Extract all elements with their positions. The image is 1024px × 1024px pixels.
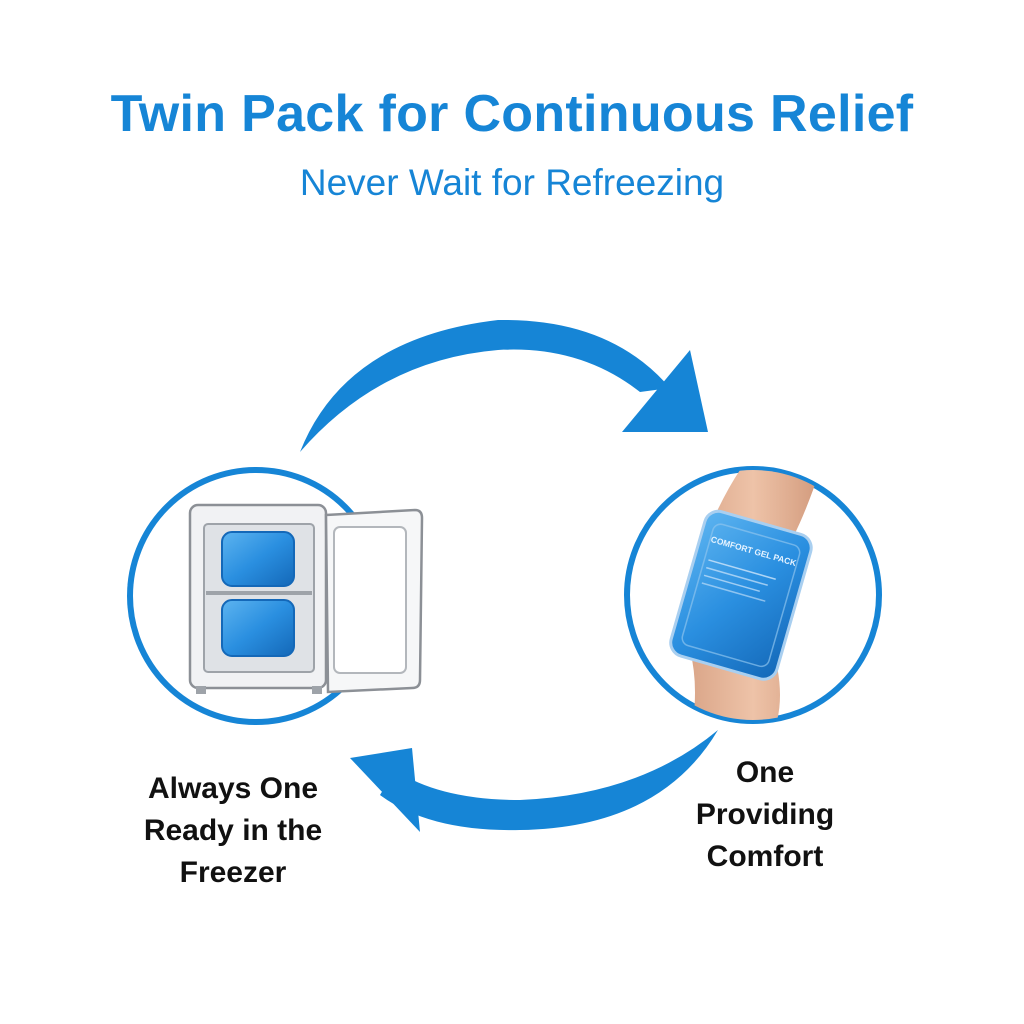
top-arrow-icon: [300, 319, 708, 452]
knee-icon: COMFORT GEL PACK: [669, 470, 820, 720]
freezer-caption-line: Ready in the: [143, 814, 323, 847]
knee-circle: COMFORT GEL PACK: [624, 466, 882, 724]
bottom-arrow-icon: [350, 730, 718, 832]
in-use-caption-line: Providing: [695, 798, 835, 831]
freezer-caption-line: Freezer: [179, 856, 287, 889]
freezer-circle: [127, 467, 424, 725]
gel-pack-icon: [221, 531, 295, 587]
in-use-caption-line: Comfort: [706, 840, 824, 873]
in-use-caption: One Providing Comfort: [655, 752, 875, 878]
freezer-icon: [188, 503, 424, 694]
gel-pack-icon: [221, 599, 295, 657]
freezer-caption-line: Always One: [147, 772, 319, 805]
page-title: Twin Pack for Continuous Relief: [110, 85, 914, 143]
in-use-caption-line: One: [735, 756, 795, 789]
freezer-caption: Always One Ready in the Freezer: [108, 768, 358, 894]
page-subtitle: Never Wait for Refreezing: [299, 162, 725, 203]
gel-pack-icon: COMFORT GEL PACK: [669, 509, 813, 681]
